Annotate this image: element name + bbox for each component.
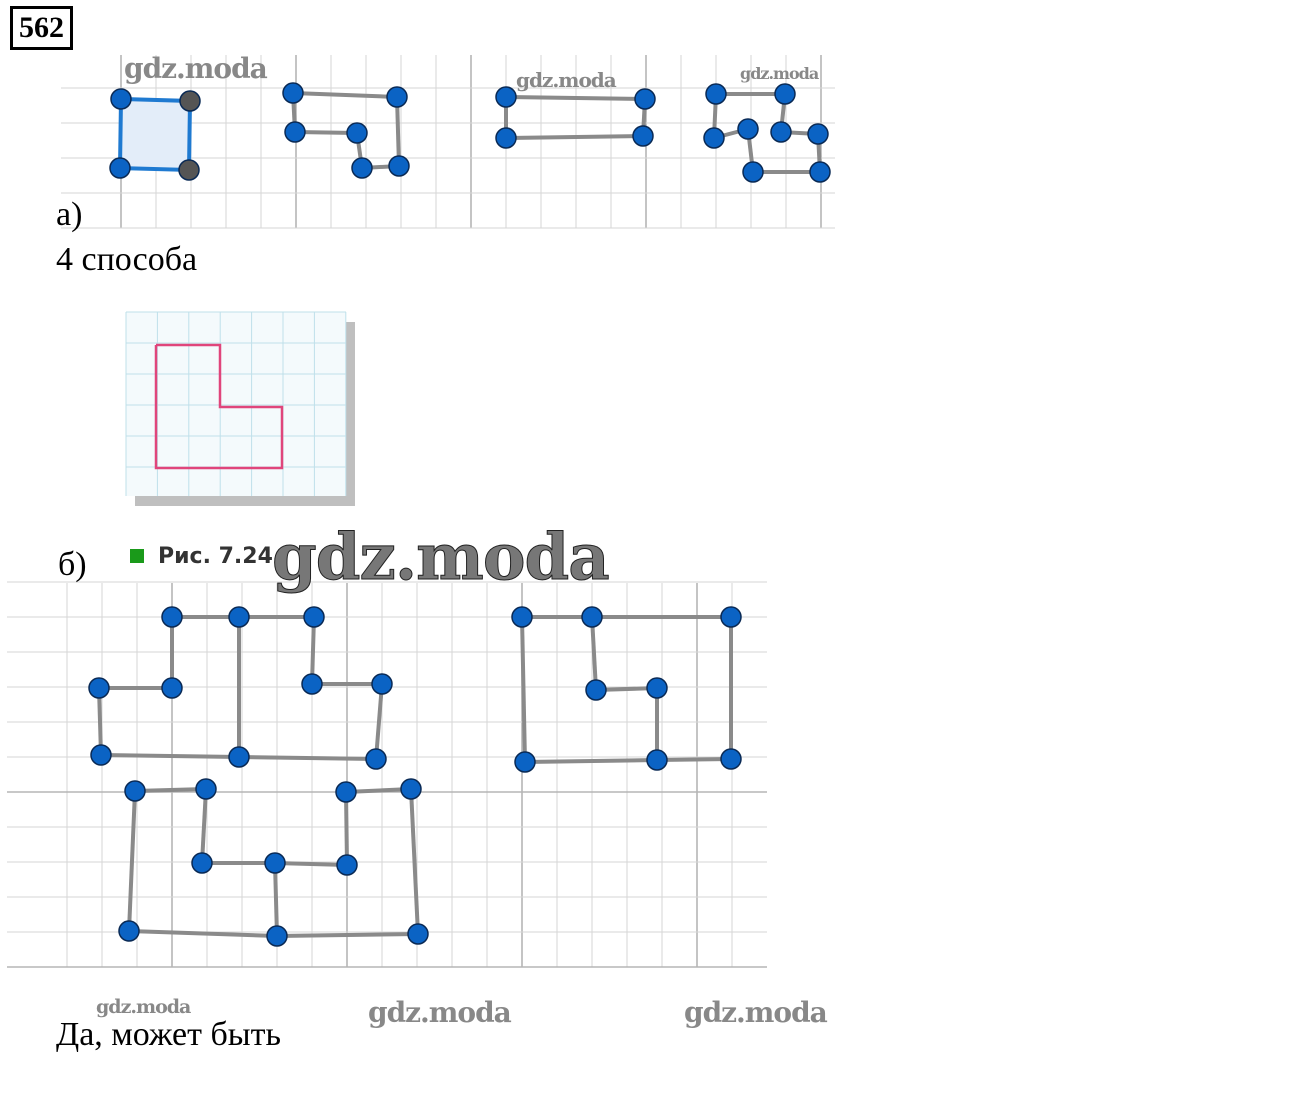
segment — [524, 758, 658, 764]
point — [646, 677, 668, 699]
segment — [345, 787, 412, 794]
point — [720, 606, 742, 628]
point — [118, 920, 140, 942]
point — [303, 606, 325, 628]
part-b-answer: Да, может быть — [56, 1016, 281, 1053]
point — [191, 852, 213, 874]
point — [88, 677, 110, 699]
point — [351, 157, 373, 179]
segment — [97, 687, 103, 756]
point — [178, 159, 200, 181]
point — [511, 606, 533, 628]
segment — [238, 755, 377, 761]
segment — [273, 862, 279, 937]
watermark: gdz.moda — [124, 52, 268, 85]
segment — [590, 616, 598, 691]
point — [335, 781, 357, 803]
point — [282, 82, 304, 104]
point — [284, 121, 306, 143]
square-figure — [117, 96, 193, 173]
point — [336, 854, 358, 876]
point — [634, 88, 656, 110]
segment — [310, 616, 316, 685]
point — [161, 606, 183, 628]
segment — [128, 929, 278, 938]
point — [400, 778, 422, 800]
point — [346, 122, 368, 144]
point — [228, 606, 250, 628]
segment — [100, 753, 240, 759]
segment — [374, 683, 384, 760]
point — [407, 923, 429, 945]
point — [742, 161, 764, 183]
point — [124, 780, 146, 802]
segment — [656, 757, 732, 762]
part-a-label: а) — [56, 196, 83, 233]
point — [585, 679, 607, 701]
segment — [276, 932, 419, 938]
point — [179, 90, 201, 112]
point — [195, 778, 217, 800]
point — [809, 161, 831, 183]
point — [807, 123, 829, 145]
point — [110, 88, 132, 110]
figure-caption: Рис. 7.24 — [130, 544, 273, 569]
problem-number: 562 — [10, 6, 73, 50]
point — [495, 86, 517, 108]
point — [109, 157, 131, 179]
part-a-answer: 4 способа — [56, 241, 198, 278]
point — [371, 673, 393, 695]
segment — [409, 788, 420, 935]
watermark: gdz.moda — [368, 996, 512, 1029]
point — [365, 748, 387, 770]
watermark: gdz.moda — [272, 520, 611, 596]
watermark: gdz.moda — [516, 68, 617, 92]
point — [301, 673, 323, 695]
point — [388, 155, 410, 177]
point — [386, 86, 408, 108]
segment — [292, 91, 398, 99]
point — [646, 749, 668, 771]
l-shape-outline — [154, 343, 284, 470]
point — [770, 121, 792, 143]
point — [495, 127, 517, 149]
point — [581, 606, 603, 628]
segment — [395, 96, 401, 167]
point — [228, 746, 250, 768]
watermark: gdz.moda — [96, 996, 191, 1018]
point — [720, 748, 742, 770]
point — [705, 83, 727, 105]
caption-marker-icon — [130, 549, 144, 563]
point — [514, 751, 536, 773]
segment — [134, 787, 207, 793]
point — [264, 852, 286, 874]
point — [632, 125, 654, 147]
segment — [344, 791, 349, 866]
point — [737, 118, 759, 140]
segment — [127, 790, 137, 932]
part-b-label: б) — [58, 546, 87, 583]
watermark: gdz.moda — [684, 996, 828, 1029]
point — [90, 744, 112, 766]
point — [703, 127, 725, 149]
point — [161, 677, 183, 699]
watermark: gdz.moda — [740, 64, 819, 83]
segment — [505, 95, 646, 101]
segment — [274, 861, 348, 867]
point — [774, 83, 796, 105]
segment — [200, 788, 208, 864]
point — [266, 925, 288, 947]
segment — [520, 616, 527, 763]
segment — [505, 134, 644, 140]
